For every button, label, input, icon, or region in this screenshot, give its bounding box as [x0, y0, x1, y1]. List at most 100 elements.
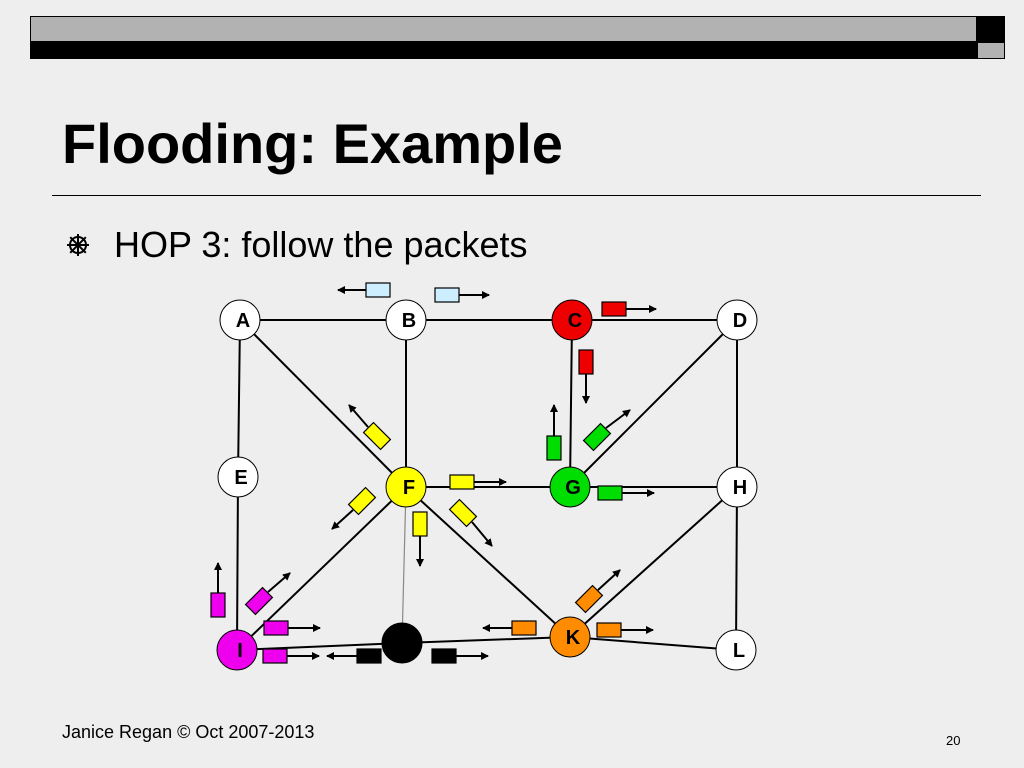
packet-box [347, 486, 377, 516]
node-circle-K [549, 616, 591, 658]
packet-yellow [348, 404, 392, 451]
packet-box [263, 620, 289, 636]
node-F: F [385, 466, 427, 508]
node-H: H [716, 466, 758, 508]
edge-C-G [569, 319, 573, 488]
edge-A-E [237, 319, 241, 478]
packet-yellow [449, 474, 507, 490]
packet-arrow [605, 409, 631, 429]
packet-box [596, 622, 622, 638]
node-circle-I [216, 629, 258, 671]
edge-A-F [239, 319, 407, 488]
node-label-K: K [566, 627, 581, 649]
node-G: G [549, 466, 591, 508]
bullet-item: HOP 3: follow the packets [66, 224, 528, 266]
packet-box [511, 620, 537, 636]
packet-box [431, 648, 457, 664]
packet-magenta [262, 648, 320, 664]
packet-box [210, 592, 226, 618]
header-bar-black [30, 42, 977, 59]
nodes-layer: A B C D E F G H I K L [216, 299, 758, 671]
bullet-text: HOP 3: follow the packets [114, 224, 528, 265]
node-label-L: L [733, 640, 745, 662]
node-C: C [551, 299, 593, 341]
packet-box [574, 584, 604, 614]
packet-red [601, 301, 657, 317]
packet-arrow [471, 521, 493, 547]
slide-title: Flooding: Example [62, 112, 563, 175]
packet-box [601, 301, 627, 317]
packet-green [597, 485, 655, 501]
node-label-C: C [568, 310, 582, 332]
edge-F-J [401, 486, 407, 644]
packet-yellow [412, 511, 428, 567]
packet-black [326, 648, 382, 664]
packet-green [582, 409, 631, 452]
node-label-F: F [403, 477, 415, 499]
node-circle-D [716, 299, 758, 341]
footer-author: Janice Regan © Oct 2007-2013 [62, 722, 315, 742]
packet-box [244, 586, 274, 616]
node-label-E: E [234, 467, 247, 489]
dharma-wheel-bullet-icon [67, 234, 89, 256]
packet-arrow [597, 569, 621, 591]
packet-box [365, 282, 391, 298]
packet-box [362, 421, 392, 451]
packet-orange [482, 620, 537, 636]
header-bar-grey [30, 16, 977, 42]
packets-layer [210, 282, 657, 664]
packet-box [597, 485, 623, 501]
node-K: K [549, 616, 591, 658]
edge-E-I [236, 476, 239, 651]
node-circle-J [381, 622, 423, 664]
node-label-B: B [402, 310, 416, 332]
slide-header-bar [30, 16, 1005, 59]
edge-F-K [405, 486, 571, 638]
packet-red [578, 349, 594, 404]
node-circle-H [716, 466, 758, 508]
packet-black [431, 648, 489, 664]
node-circle-F [385, 466, 427, 508]
node-A: A [219, 299, 261, 341]
packet-yellow [331, 486, 377, 530]
node-label-G: G [565, 477, 581, 499]
packet-magenta [263, 620, 321, 636]
node-circle-C [551, 299, 593, 341]
edge-J-K [401, 636, 571, 644]
edge-D-G [569, 319, 738, 488]
node-J [381, 622, 423, 664]
packet-magenta [244, 572, 291, 616]
page-number: 20 [946, 733, 961, 748]
node-circle-B [385, 299, 427, 341]
edge-K-L [569, 636, 737, 651]
node-circle-L [715, 629, 757, 671]
packet-box [582, 422, 612, 452]
edges-layer [236, 319, 738, 651]
node-L: L [715, 629, 757, 671]
node-label-A: A [236, 310, 250, 332]
packet-green [546, 404, 562, 461]
node-E: E [217, 456, 259, 498]
node-circle-G [549, 466, 591, 508]
node-B: B [385, 299, 427, 341]
packet-magenta [210, 562, 226, 618]
packet-box [356, 648, 382, 664]
node-label-D: D [733, 310, 747, 332]
packet-box [448, 498, 478, 528]
packet-box [578, 349, 594, 375]
header-bar-corner-black [977, 16, 1005, 42]
packet-arrow [331, 509, 354, 530]
packet-yellow [448, 498, 493, 547]
node-label-H: H [733, 477, 747, 499]
packet-box [449, 474, 475, 490]
edge-F-I [236, 486, 407, 651]
packet-orange [574, 569, 621, 614]
node-circle-E [217, 456, 259, 498]
title-divider [52, 195, 981, 196]
packet-box [434, 287, 460, 303]
node-D: D [716, 299, 758, 341]
node-I: I [216, 629, 258, 671]
header-bar-corner-grey [977, 42, 1005, 59]
packet-orange [596, 622, 654, 638]
